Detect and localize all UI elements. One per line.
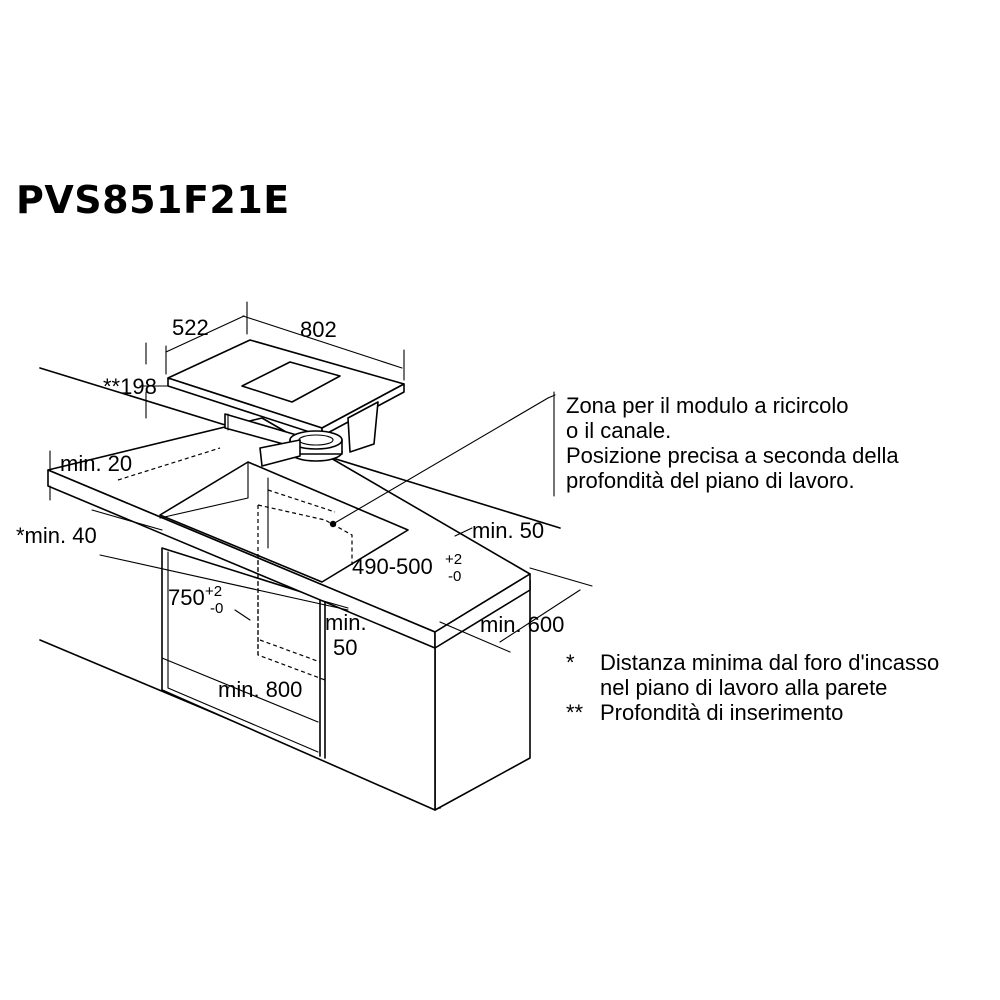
zone-note-line: Zona per il modulo a ricircolo [566,393,849,418]
dim-min-800: min. 800 [218,677,302,702]
worktop [47,417,531,649]
legend-marker: * [566,650,575,675]
model-title: PVS851F21E [16,178,290,222]
dim-cutout-width: 750 [168,585,205,610]
legend-text-line: Distanza minima dal foro d'incasso [600,650,940,675]
zone-note-line: o il canale. [566,418,672,443]
legend-text: Profondità di inserimento [600,700,843,725]
dim-cutout-width-sub: -0 [210,600,223,617]
cooktop-appliance [167,339,405,467]
dim-cutout-depth: 490-500 [352,554,433,579]
dim-min-50-vertical-line1: min. [325,610,367,635]
dim-min-20: min. 20 [60,451,132,476]
legend-item-minimum-distance: * Distanza minima dal foro d'incasso nel… [566,650,986,700]
dim-insertion-depth: **198 [103,374,157,399]
legend-text-line: nel piano di lavoro alla parete [600,675,888,700]
dim-min-50-right: min. 50 [472,518,544,543]
legend-text: Distanza minima dal foro d'incasso nel p… [600,650,939,700]
dim-cutout-depth-sub: -0 [448,568,461,585]
dim-min-50-vertical-line2: 50 [333,635,357,660]
dim-width-top: 802 [300,317,337,342]
zone-note-line: Posizione precisa a seconda della [566,443,899,468]
legend-marker: ** [566,700,584,725]
zone-note-line: profondità del piano di lavoro. [566,468,855,493]
dim-depth-top: 522 [172,315,209,340]
dim-min-600: min. 600 [480,612,564,637]
dim-cutout-width-sup: +2 [205,583,222,600]
legend-item-insertion-depth: ** Profondità di inserimento [566,700,986,725]
dimension-labels: 802 522 **198 min. 20 *min. 40 min. 50 4… [16,315,564,702]
dim-min-40: *min. 40 [16,523,97,548]
dim-cutout-depth-sup: +2 [445,551,462,568]
dimension-lines [49,301,593,723]
legend-text-line: Profondità di inserimento [600,700,844,725]
recirculation-zone [117,391,556,681]
zone-note: Zona per il modulo a ricircolo o il cana… [566,393,899,493]
